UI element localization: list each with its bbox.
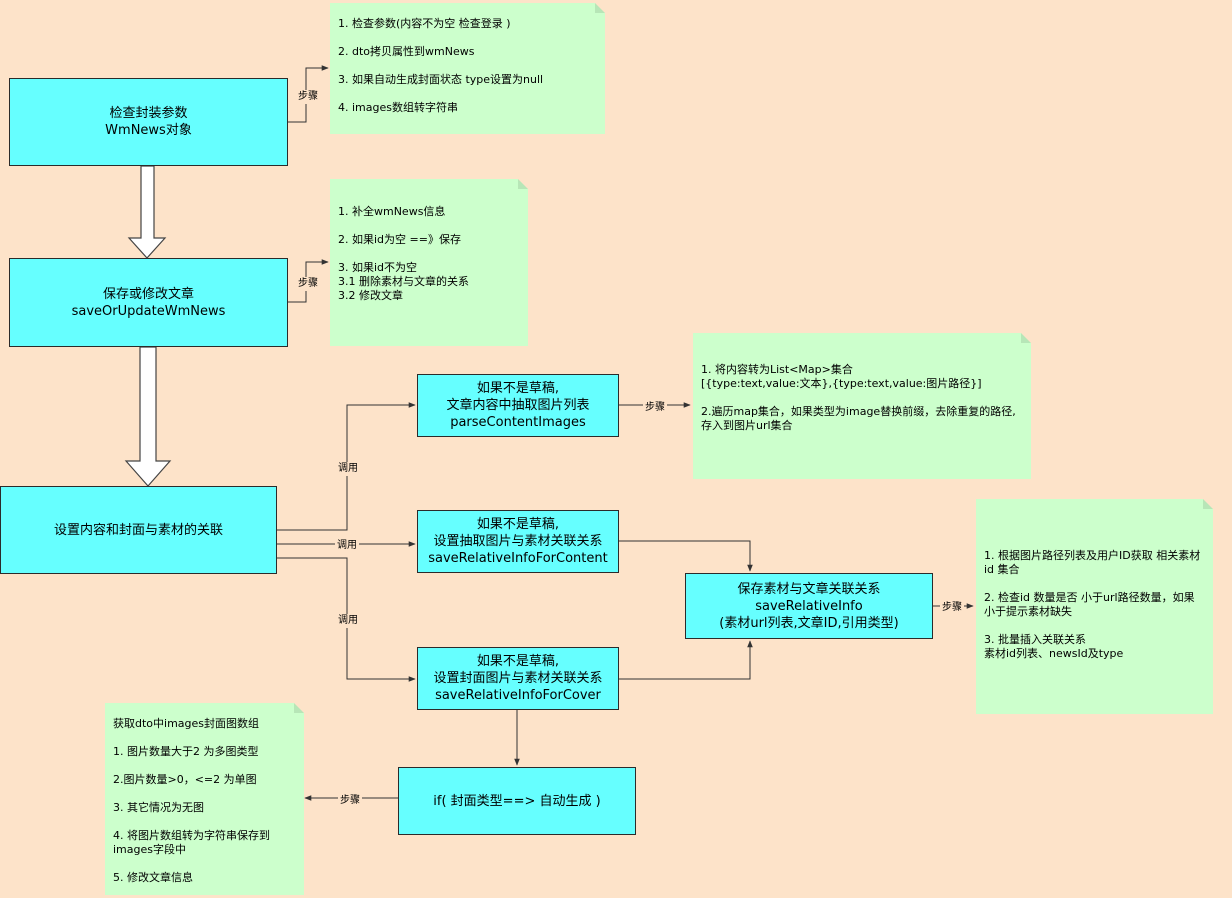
save-relative-cover-label: 如果不是草稿, 设置封面图片与素材关联关系 saveRelativeInfoFo… — [433, 654, 603, 703]
flow-arrow-save-to-relate — [124, 346, 172, 487]
edge-label-call: 调用 — [336, 614, 360, 628]
save-relative-info-box[interactable]: 保存素材与文章关联关系 saveRelativeInfo (素材url列表,文章… — [685, 573, 933, 639]
note-line: 1. 图片数量大于2 为多图类型 — [113, 745, 259, 758]
note-line: 4. 将图片数组转为字符串保存到images字段中 — [113, 829, 270, 856]
note-check-steps: 1. 检查参数(内容不为空 检查登录 ) 2. dto拷贝属性到wmNews 3… — [330, 3, 605, 134]
note-parse-steps: 1. 将内容转为List<Map>集合 [{type:text,value:文本… — [693, 333, 1031, 479]
save-or-update-box[interactable]: 保存或修改文章 saveOrUpdateWmNews — [9, 258, 288, 347]
edge-content-to-relinfo — [619, 540, 753, 572]
note-line: 3. 如果自动生成封面状态 type设置为null — [338, 73, 544, 86]
note-line: 3. 批量插入关联关系 素材id列表、newsId及type — [984, 633, 1124, 660]
note-save-steps: 1. 补全wmNews信息 2. 如果id为空 ==》保存 3. 如果id不为空… — [330, 179, 528, 346]
save-relative-content-box[interactable]: 如果不是草稿, 设置抽取图片与素材关联关系 saveRelativeInfoFo… — [417, 510, 619, 573]
save-relative-content-label: 如果不是草稿, 设置抽取图片与素材关联关系 saveRelativeInfoFo… — [428, 517, 608, 566]
note-line: 1. 检查参数(内容不为空 检查登录 ) — [338, 17, 511, 30]
auto-cover-if-box[interactable]: if( 封面类型==> 自动生成 ) — [398, 767, 636, 835]
note-line: 2. 如果id为空 ==》保存 — [338, 233, 461, 246]
edge-label-call: 调用 — [335, 539, 359, 553]
edge-cover-to-relinfo — [619, 640, 753, 680]
note-line: 2.图片数量>0，<=2 为单图 — [113, 773, 257, 786]
edge-label-call: 调用 — [336, 462, 360, 476]
set-relation-box[interactable]: 设置内容和封面与素材的关联 — [0, 486, 277, 574]
edge-label-step: 步骤 — [296, 277, 320, 291]
save-or-update-label: 保存或修改文章 saveOrUpdateWmNews — [71, 286, 226, 319]
parse-content-images-label: 如果不是草稿, 文章内容中抽取图片列表 parseContentImages — [446, 381, 590, 430]
save-relative-info-label: 保存素材与文章关联关系 saveRelativeInfo (素材url列表,文章… — [719, 581, 899, 631]
note-relative-info-steps: 1. 根据图片路径列表及用户ID获取 相关素材id 集合 2. 检查id 数量是… — [976, 499, 1213, 714]
edge-label-step: 步骤 — [338, 794, 362, 808]
note-line: 1. 补全wmNews信息 — [338, 205, 446, 218]
edge-label-step: 步骤 — [296, 90, 320, 104]
note-line: 2. dto拷贝属性到wmNews — [338, 45, 475, 58]
note-line: 2. 检查id 数量是否 小于url路径数量，如果小于提示素材缺失 — [984, 591, 1195, 618]
note-line: 1. 将内容转为List<Map>集合 [{type:text,value:文本… — [701, 363, 982, 390]
note-line: 4. images数组转字符串 — [338, 101, 458, 114]
save-relative-cover-box[interactable]: 如果不是草稿, 设置封面图片与素材关联关系 saveRelativeInfoFo… — [417, 647, 619, 710]
set-relation-label: 设置内容和封面与素材的关联 — [53, 522, 223, 538]
note-auto-cover-steps: 获取dto中images封面图数组 1. 图片数量大于2 为多图类型 2.图片数… — [105, 703, 304, 895]
note-line: 获取dto中images封面图数组 — [113, 717, 260, 730]
note-line: 3. 如果id不为空 3.1 删除素材与文章的关系 3.2 修改文章 — [338, 261, 469, 302]
note-line: 2.遍历map集合，如果类型为image替换前缀，去除重复的路径,存入到图片ur… — [701, 405, 1016, 432]
auto-cover-if-label: if( 封面类型==> 自动生成 ) — [433, 793, 601, 809]
note-line: 5. 修改文章信息 — [113, 871, 193, 884]
flow-arrow-check-to-save — [127, 165, 167, 259]
parse-content-images-box[interactable]: 如果不是草稿, 文章内容中抽取图片列表 parseContentImages — [417, 374, 619, 437]
check-params-box[interactable]: 检查封装参数 WmNews对象 — [9, 78, 288, 166]
note-line: 3. 其它情况为无图 — [113, 801, 204, 814]
check-params-label: 检查封装参数 WmNews对象 — [105, 106, 192, 138]
edge-label-step: 步骤 — [940, 601, 964, 615]
note-line: 1. 根据图片路径列表及用户ID获取 相关素材id 集合 — [984, 549, 1201, 576]
edge-label-step: 步骤 — [643, 401, 667, 415]
